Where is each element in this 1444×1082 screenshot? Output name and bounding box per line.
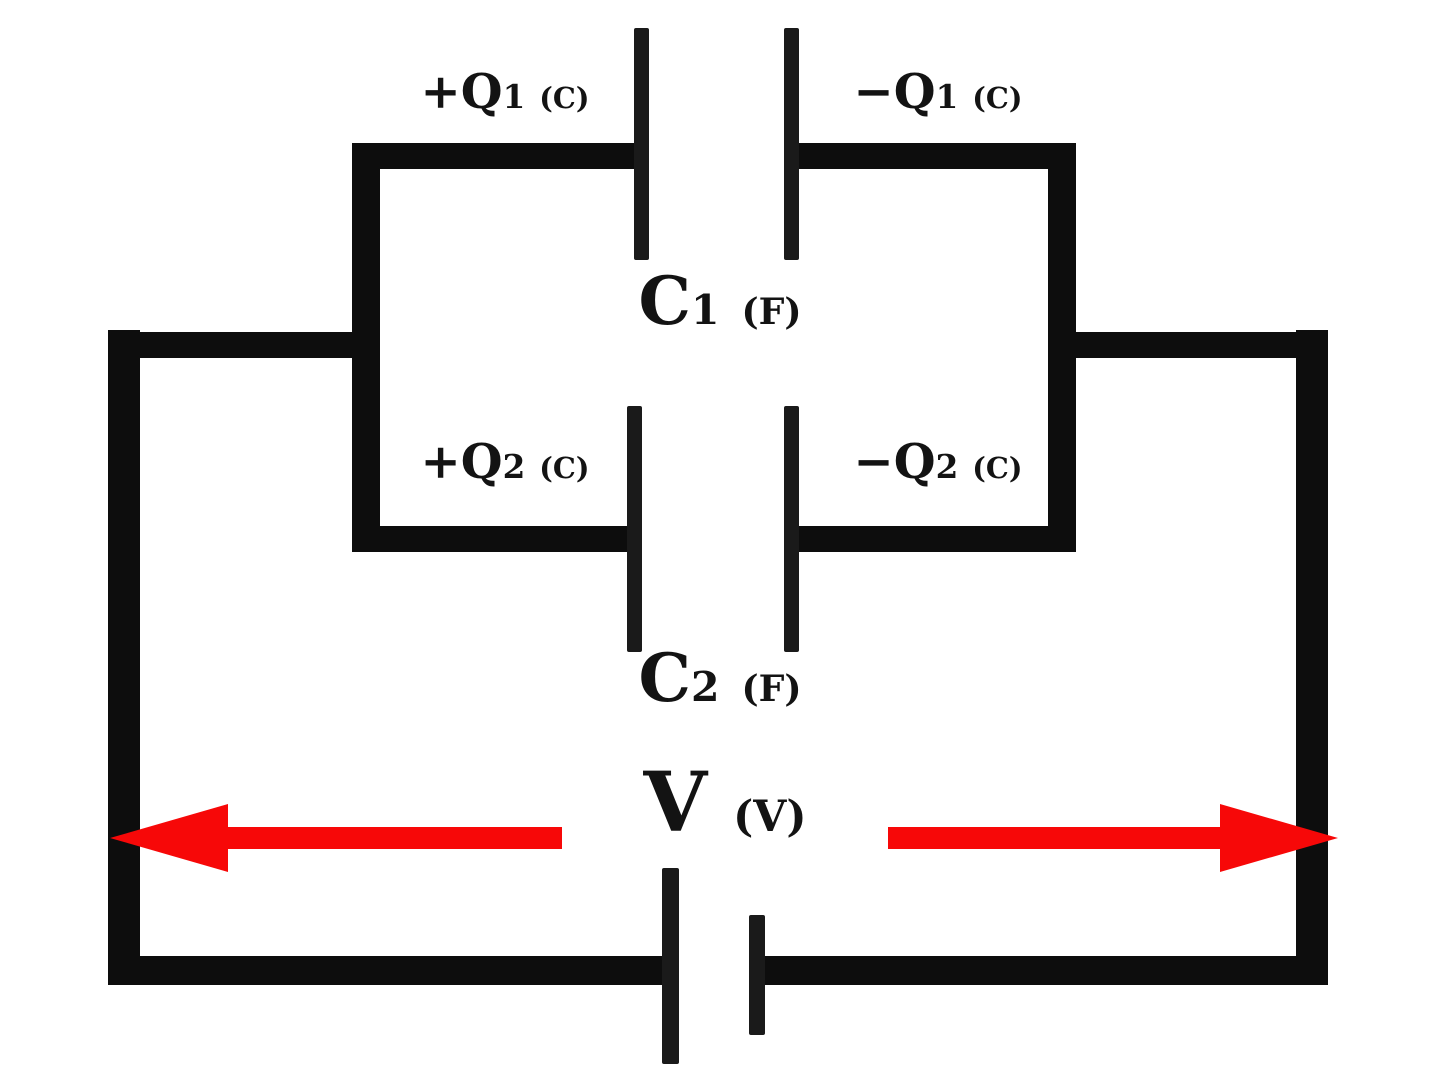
wire-link-left xyxy=(108,332,380,358)
wire-c2-lead-left xyxy=(352,526,636,552)
plus-q2-unit: (C) xyxy=(539,451,590,485)
right-arrow-head xyxy=(1220,804,1338,872)
wire-link-right xyxy=(1048,332,1328,358)
capacitor1-plate-left xyxy=(634,28,649,260)
capacitor2-plate-right xyxy=(784,406,799,652)
wire-bottom-left xyxy=(108,956,670,985)
capacitor1-subscript: 1 xyxy=(690,286,720,334)
wire-inner-right xyxy=(1048,145,1076,548)
capacitor2-unit: (F) xyxy=(741,667,802,710)
plus-q1-subscript: 1 xyxy=(502,77,526,116)
minus-q2-subscript: 2 xyxy=(935,447,959,486)
right-arrow-icon xyxy=(888,804,1338,872)
capacitor2-subscript: 2 xyxy=(690,663,720,711)
left-arrow-icon xyxy=(110,804,562,872)
battery-short-plate xyxy=(749,915,765,1035)
minus-q2-unit: (C) xyxy=(972,451,1023,485)
label-plus-q1: +Q1(C) xyxy=(395,68,615,116)
wire-bottom-right xyxy=(757,956,1328,985)
label-plus-q2: +Q2(C) xyxy=(395,438,615,486)
plus-q1-unit: (C) xyxy=(539,81,590,115)
wire-inner-left xyxy=(352,145,380,548)
right-arrow-shaft xyxy=(888,827,1238,849)
minus-q1-unit: (C) xyxy=(972,81,1023,115)
capacitor2-plate-left xyxy=(627,406,642,652)
capacitor1-unit: (F) xyxy=(741,290,802,333)
capacitor1-symbol: C xyxy=(638,262,691,340)
wire-outer-left xyxy=(108,330,140,985)
label-minus-q2: −Q2(C) xyxy=(828,438,1048,486)
wire-outer-right xyxy=(1296,330,1328,985)
plus-q1-symbol: +Q xyxy=(420,64,503,120)
plus-q2-subscript: 2 xyxy=(502,447,526,486)
voltage-unit: (V) xyxy=(733,792,807,842)
label-voltage-source: V(V) xyxy=(575,762,875,844)
capacitor1-plate-right xyxy=(784,28,799,260)
capacitor2-symbol: C xyxy=(638,639,691,717)
left-arrow-shaft xyxy=(210,827,562,849)
wire-c1-lead-left xyxy=(352,143,642,169)
minus-q1-subscript: 1 xyxy=(935,77,959,116)
voltage-symbol: V xyxy=(643,755,708,851)
wire-c1-lead-right xyxy=(786,143,1076,169)
wire-c2-lead-right xyxy=(786,526,1076,552)
minus-q1-symbol: −Q xyxy=(853,64,936,120)
left-arrow-head xyxy=(110,804,228,872)
battery-long-plate xyxy=(662,868,679,1064)
minus-q2-symbol: −Q xyxy=(853,434,936,490)
plus-q2-symbol: +Q xyxy=(420,434,503,490)
label-capacitor1: C1(F) xyxy=(590,268,850,334)
label-minus-q1: −Q1(C) xyxy=(828,68,1048,116)
label-capacitor2: C2(F) xyxy=(590,645,850,711)
